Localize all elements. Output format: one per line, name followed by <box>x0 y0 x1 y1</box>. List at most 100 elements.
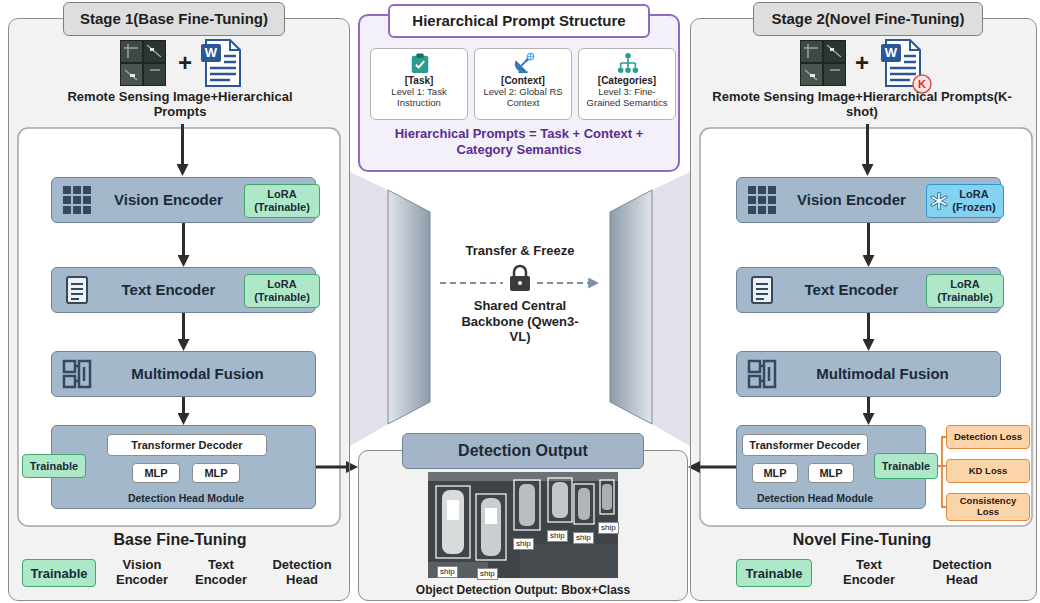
satellite-image-icon <box>801 41 822 62</box>
node-icon <box>618 53 638 73</box>
ship-image <box>552 482 568 518</box>
backbone-plate <box>388 190 430 424</box>
panel-fill <box>700 128 1032 526</box>
node-icon <box>67 277 87 303</box>
prompt-panel: Hierarchical Prompt StructureHierarchica… <box>358 14 680 172</box>
lock-icon <box>510 276 530 291</box>
ship-tag-holder: ship <box>573 526 594 544</box>
node-icon <box>932 193 945 208</box>
lora-label: LoRA (Trainable) <box>248 278 316 303</box>
ship-tag: ship <box>547 530 568 542</box>
legend-item-holder: Text Encoder <box>832 558 906 588</box>
doc-letter-holder: W <box>881 44 901 62</box>
mlp-label: MLP <box>144 467 167 480</box>
satellite-image-icon <box>120 40 166 86</box>
ship-image <box>600 480 614 514</box>
legend-item-holder: Detection Head <box>262 558 342 588</box>
legend-item: Text Encoder <box>186 558 256 588</box>
legend-item-holder: Text Encoder <box>186 558 256 588</box>
doc-letter: W <box>201 44 221 62</box>
input-caption: Remote Sensing Image+Hierarchical Prompt… <box>50 90 310 120</box>
input-caption-holder: Remote Sensing Image+Hierarchical Prompt… <box>50 90 310 120</box>
flow-arrow <box>182 223 185 257</box>
panel-fill <box>9 19 350 601</box>
lora-badge: LoRA (Trainable) <box>244 274 320 308</box>
flow-arrow <box>867 397 870 415</box>
lora-label: LoRA (Trainable) <box>248 188 316 213</box>
plus-sign-holder: + <box>176 50 194 76</box>
encoder-box: Vision EncoderLoRA (Trainable) <box>51 177 316 223</box>
satellite-image-icon <box>121 41 142 62</box>
panel-fill <box>18 128 340 526</box>
node-icon <box>412 53 429 73</box>
legend-item: Text Encoder <box>832 558 906 588</box>
node-icon <box>752 277 772 303</box>
backbone-shading <box>350 172 690 446</box>
flow-arrow <box>182 397 185 415</box>
satellite-image-icon <box>800 40 846 86</box>
ship-image <box>481 498 501 556</box>
satellite-image-icon <box>130 74 135 77</box>
output-panel: Detection OutputObject Detection Output:… <box>358 450 688 601</box>
plus-sign: + <box>853 50 871 76</box>
input-arrow <box>183 124 868 166</box>
node-icon <box>62 275 92 305</box>
ship-tag: ship <box>477 568 498 580</box>
transfer-arrow <box>440 282 503 284</box>
node-icon <box>749 361 775 387</box>
card-text: Level 1: Task Instruction <box>374 87 464 109</box>
document-icon <box>230 40 240 50</box>
document-icon <box>201 40 240 86</box>
ship-image <box>485 508 497 524</box>
loss-box: Detection Loss <box>946 425 1030 449</box>
ship-tag: ship <box>437 566 458 578</box>
node-icon <box>748 186 776 214</box>
backbone-shading <box>350 172 388 446</box>
document-icon <box>881 44 901 62</box>
loss-label: Detection Loss <box>954 432 1022 443</box>
legend-swatch: Trainable <box>22 559 96 587</box>
mlp-box: MLP <box>132 463 180 483</box>
node-icon <box>62 359 92 389</box>
mlp-label: MLP <box>819 467 842 480</box>
transfer-label-holder: Transfer & Freeze <box>440 243 600 259</box>
encoder-label: Text Encoder <box>805 281 899 298</box>
ship-image <box>442 490 464 554</box>
node-icon <box>747 185 777 215</box>
trainable-label: Trainable <box>30 460 78 473</box>
stage-name-holder: Novel Fine-Tuning <box>712 531 1012 549</box>
fusion-label: Multimodal Fusion <box>816 365 949 382</box>
node-icon <box>409 52 431 74</box>
lora-badge: LoRA (Trainable) <box>244 184 320 218</box>
node-icon <box>930 192 948 210</box>
ship-tag-holder: ship <box>598 516 619 534</box>
stage-name: Novel Fine-Tuning <box>712 531 1012 549</box>
ship-image <box>519 484 535 526</box>
ship-image <box>436 478 614 560</box>
backbone-plate <box>388 190 652 424</box>
input-caption: Remote Sensing Image+Hierarchical Prompt… <box>712 90 1012 120</box>
mlp-box: MLP <box>808 463 854 483</box>
document-icon <box>201 44 221 62</box>
doc-letter: W <box>881 44 901 62</box>
ship-image <box>602 484 612 510</box>
encoder-label: Text Encoder <box>122 281 216 298</box>
decoder-box: Transformer Decoder <box>742 434 868 456</box>
panel-fill <box>359 451 688 601</box>
backbone-shading <box>652 172 690 446</box>
satellite-image-icon <box>121 64 142 85</box>
card-text: Level 2: Global RS Context <box>478 87 568 109</box>
satellite-image-icon <box>804 44 841 80</box>
stage-title: Stage 1(Base Fine-Tuning) <box>63 2 285 36</box>
ship-tag-holder: ship <box>547 524 568 542</box>
head-module: Detection Head ModuleTrainableTransforme… <box>51 425 316 509</box>
legend-item-holder: Detection Head <box>920 558 1004 588</box>
panel-fill <box>9 15 1037 600</box>
flow-arrow <box>182 313 185 341</box>
plus-sign: + <box>176 50 194 76</box>
card-title: [Categories] <box>598 75 656 87</box>
flow-arrow <box>698 466 736 469</box>
document-icon <box>910 40 920 50</box>
lora-badge: LoRA (Trainable) <box>926 274 1004 308</box>
ship-tag-holder: ship <box>437 560 458 578</box>
